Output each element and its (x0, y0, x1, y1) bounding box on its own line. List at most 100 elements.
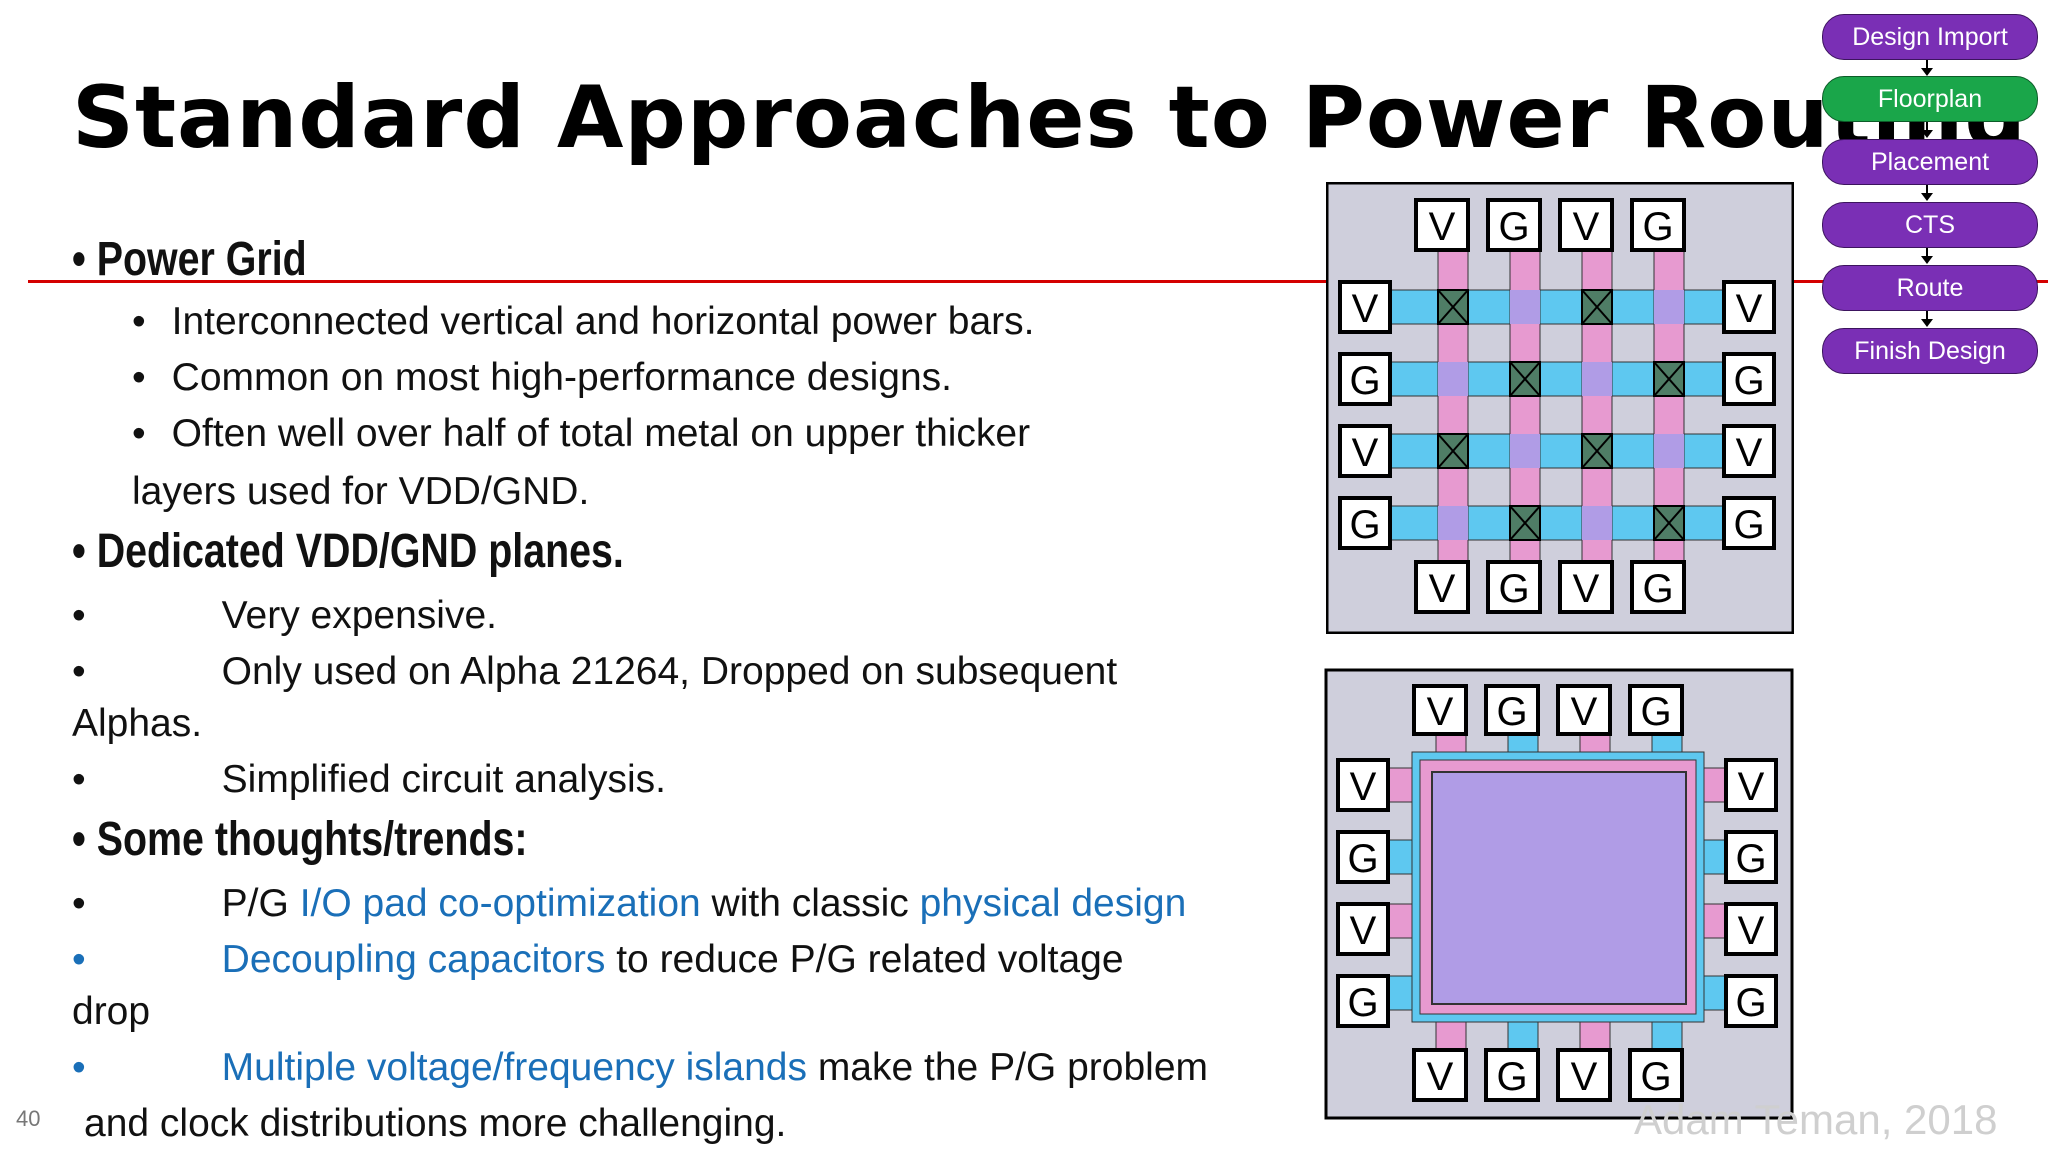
pad-label: G (1347, 837, 1378, 881)
io-pad (1628, 1048, 1684, 1102)
list-item: •Often well over half of total metal on … (132, 412, 1031, 455)
io-pad (1724, 902, 1778, 956)
list-item: •Simplified circuit analysis. (72, 758, 666, 801)
via (1437, 289, 1469, 325)
pad-label: G (1642, 205, 1673, 249)
bullet: • (72, 525, 86, 578)
io-pad (1336, 830, 1390, 884)
io-pad (1486, 198, 1542, 252)
pad-label: G (1735, 981, 1766, 1025)
flow-step-design-import[interactable]: Design Import (1822, 14, 2038, 60)
io-pad (1630, 560, 1686, 614)
via (1581, 289, 1613, 325)
via (1437, 433, 1469, 469)
list-item: •Interconnected vertical and horizontal … (132, 300, 1035, 343)
pad-label: G (1347, 981, 1378, 1025)
io-pad (1338, 280, 1392, 334)
pad-label: V (1427, 1055, 1454, 1099)
io-pad (1338, 352, 1392, 406)
pad-label: G (1733, 359, 1764, 403)
pad-label: G (1496, 1055, 1527, 1099)
plane-overlap (1431, 771, 1687, 1005)
io-pad (1412, 684, 1468, 736)
io-pad (1722, 352, 1776, 406)
io-pad (1414, 560, 1470, 614)
link-io-pad[interactable]: I/O pad co-optimization (299, 882, 701, 925)
io-pad (1484, 684, 1540, 736)
pad-label: V (1736, 287, 1763, 331)
bullet: • (72, 813, 86, 866)
io-pad (1338, 424, 1392, 478)
pad-label: G (1642, 567, 1673, 611)
io-pad (1630, 198, 1686, 252)
pad-label: G (1349, 359, 1380, 403)
flow-arrow (1921, 60, 1933, 76)
pad-label: G (1640, 1055, 1671, 1099)
section-power-grid-heading: • Power Grid (72, 233, 307, 286)
pad-label: V (1350, 909, 1377, 953)
list-item-continuation: drop (72, 990, 151, 1033)
link-physical-design[interactable]: physical design (919, 882, 1187, 925)
pad-label: G (1349, 503, 1380, 547)
link-voltage-islands[interactable]: Multiple voltage/frequency islands (221, 1046, 807, 1089)
io-pad (1556, 684, 1612, 736)
pad-label: V (1738, 909, 1765, 953)
io-pad (1722, 496, 1776, 550)
list-item: •Multiple voltage/frequency islands make… (72, 1046, 1208, 1089)
io-pad (1486, 560, 1542, 614)
section-planes-heading: • Dedicated VDD/GND planes. (72, 525, 624, 578)
pad-label: V (1573, 205, 1600, 249)
bullet: • (72, 1046, 86, 1089)
via (1581, 433, 1613, 469)
via-group (1437, 289, 1685, 541)
pad-label: V (1352, 287, 1379, 331)
bullet: • (72, 233, 86, 286)
die-outline (1326, 182, 1794, 634)
io-pad (1558, 560, 1614, 614)
io-pad (1628, 684, 1684, 736)
flow-step-floorplan[interactable]: Floorplan (1822, 76, 2038, 122)
link-decoupling-capacitors[interactable]: Decoupling capacitors (221, 938, 606, 981)
flow-step-route[interactable]: Route (1822, 265, 2038, 311)
io-pad (1336, 902, 1390, 956)
flow-step-cts[interactable]: CTS (1822, 202, 2038, 248)
bullet: • (72, 650, 86, 693)
list-item: •Only used on Alpha 21264, Dropped on su… (72, 650, 1118, 693)
via (1653, 361, 1685, 397)
pad-label: G (1498, 567, 1529, 611)
pad-label: V (1429, 567, 1456, 611)
pad-label: G (1735, 837, 1766, 881)
io-pad (1412, 1048, 1468, 1102)
pad-label: V (1427, 690, 1454, 734)
list-item: •Very expensive. (72, 594, 497, 637)
pad-label: G (1640, 690, 1671, 734)
power-planes-diagram: V G V G V G V G V G V G V G V G (1324, 668, 1794, 1120)
io-pad (1722, 424, 1776, 478)
flow-step-placement[interactable]: Placement (1822, 139, 2038, 185)
section-trends-heading: • Some thoughts/trends: (72, 813, 528, 866)
title-divider-line (28, 280, 2048, 283)
bullet: • (72, 594, 86, 637)
via (1653, 505, 1685, 541)
flow-arrow (1921, 185, 1933, 201)
io-pad (1724, 758, 1778, 812)
flow-arrow (1921, 248, 1933, 264)
pad-label: V (1350, 765, 1377, 809)
pad-label: G (1498, 205, 1529, 249)
bullet: • (72, 758, 86, 801)
bullet: • (72, 938, 86, 981)
io-pad (1556, 1048, 1612, 1102)
io-pad (1724, 974, 1778, 1028)
list-item-continuation: layers used for VDD/GND. (132, 470, 590, 513)
list-item-continuation: and clock distributions more challenging… (84, 1102, 787, 1145)
flow-step-finish-design[interactable]: Finish Design (1822, 328, 2038, 374)
bullet: • (72, 882, 86, 925)
bullet: • (132, 412, 146, 455)
pad-label: V (1573, 567, 1600, 611)
pad-label: V (1571, 1055, 1598, 1099)
page-number: 40 (16, 1106, 41, 1131)
pad-label: G (1733, 503, 1764, 547)
bullet: • (132, 300, 146, 343)
pad-label: V (1738, 765, 1765, 809)
via (1509, 505, 1541, 541)
